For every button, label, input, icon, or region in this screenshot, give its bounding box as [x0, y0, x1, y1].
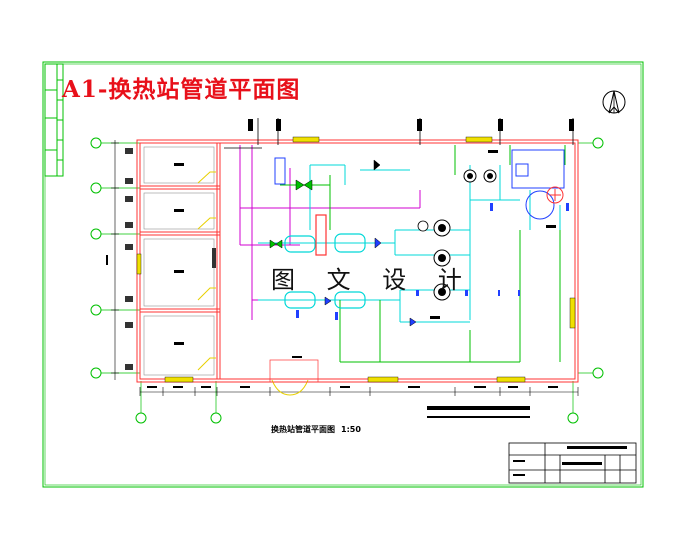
misc-fittings: [296, 203, 569, 320]
wall-segments-black: [125, 148, 216, 370]
dimension-text-marks: [106, 255, 558, 388]
valve-icon: [269, 159, 417, 327]
axis-bubbles-left: [90, 137, 102, 379]
pipe-tags: [248, 119, 574, 131]
equipment-blue: [274, 149, 565, 220]
plan-scale: 1:50: [341, 425, 361, 434]
drawing-title: A1-换热站管道平面图: [62, 76, 301, 103]
title-block: [508, 442, 637, 484]
axis-lines-left: [101, 142, 140, 374]
pipes-cyan: [258, 164, 561, 323]
north-arrow-icon: [602, 90, 626, 114]
watermark-text: 图 文 设 计: [271, 266, 474, 294]
title-block-bars: [427, 406, 530, 418]
plan-caption-text: 换热站管道平面图: [271, 425, 335, 434]
pipes-green: [280, 145, 566, 363]
plan-caption: 换热站管道平面图 1:50: [271, 424, 361, 435]
heat-exchanger-icon: [284, 214, 366, 309]
pump-icon: [417, 169, 497, 301]
axis-bubbles-right: [592, 137, 604, 379]
axis-bubbles-bottom: [135, 412, 579, 424]
door-icon: [197, 171, 309, 396]
dimension-lines: [111, 140, 579, 396]
room-labels: [174, 163, 184, 345]
drawing-frame: [42, 61, 644, 488]
equipment-labels: [430, 150, 556, 319]
windows: [136, 136, 576, 383]
